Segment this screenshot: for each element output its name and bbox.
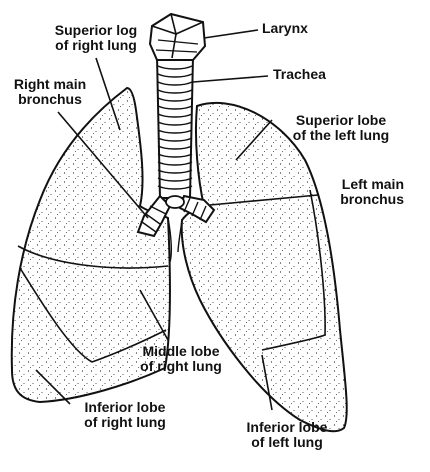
leader-larynx xyxy=(203,29,259,39)
trachea-ring xyxy=(157,113,193,118)
trachea-rings xyxy=(157,65,193,190)
label-right-main-bronchus: Right main bronchus xyxy=(13,76,87,107)
trachea-ring xyxy=(157,153,193,158)
label-inferior-lobe-right: Inferior lobe of right lung xyxy=(84,399,166,430)
leader-inferior-left xyxy=(261,354,273,411)
trachea-ring xyxy=(157,65,193,70)
trachea-ring xyxy=(157,121,193,126)
leader-middle-right xyxy=(139,289,169,341)
leader-superior-left xyxy=(235,119,273,161)
larynx-shape xyxy=(148,12,207,61)
trachea-ring xyxy=(157,169,193,174)
mediastinum-line xyxy=(167,217,183,263)
left-oblique-fissure xyxy=(261,189,326,351)
leader-inferior-right xyxy=(35,369,71,405)
trachea-ring xyxy=(157,129,193,134)
label-larynx: Larynx xyxy=(262,20,308,36)
right-horizontal-fissure xyxy=(17,245,169,269)
leader-superior-right xyxy=(95,57,121,131)
right-lung-outline xyxy=(10,86,171,404)
label-superior-lobe-left: Superior lobe of the left lung xyxy=(292,112,390,143)
left-main-bronchus-shape xyxy=(178,194,216,224)
leader-right-main-bronchus xyxy=(57,111,149,219)
trachea-ring xyxy=(157,185,193,190)
trachea-ring xyxy=(157,137,193,142)
label-superior-lobe-right: Superior log of right lung xyxy=(54,22,138,53)
trachea-ring xyxy=(157,145,193,150)
trachea-ring xyxy=(157,73,193,78)
right-oblique-fissure xyxy=(19,267,93,363)
trachea-ring xyxy=(157,89,193,94)
trachea-ring xyxy=(157,177,193,182)
trachea-ring xyxy=(157,105,193,110)
trachea-ring xyxy=(157,97,193,102)
label-middle-lobe-right: Middle lobe of right lung xyxy=(140,343,222,374)
right-oblique-fissure-2 xyxy=(91,329,167,363)
trachea-ring xyxy=(157,81,193,86)
leader-trachea xyxy=(192,75,269,83)
label-inferior-lobe-left: Inferior lobe of left lung xyxy=(246,419,328,450)
trachea-ring xyxy=(157,161,193,166)
label-left-main-bronchus: Left main bronchus xyxy=(340,176,404,207)
label-trachea: Trachea xyxy=(273,66,326,82)
leader-left-main-bronchus xyxy=(209,194,319,206)
carina-ring xyxy=(165,195,185,209)
